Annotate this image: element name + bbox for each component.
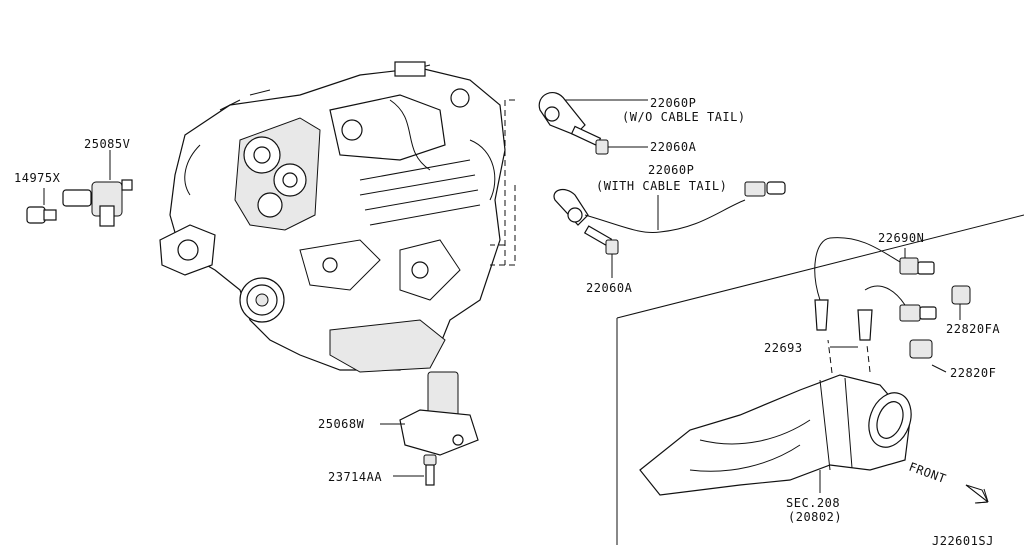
label-23714AA: 23714AA [328, 470, 382, 484]
part-25068W [380, 371, 479, 456]
label-25068W: 25068W [318, 417, 365, 431]
label-22820F: 22820F [950, 366, 996, 380]
part-22820F [909, 339, 947, 373]
section-frame [616, 214, 1024, 545]
label-22820FA: 22820FA [946, 322, 1000, 336]
part-22820FA [951, 285, 971, 320]
part-25085V [62, 150, 133, 227]
part-23714AA [393, 454, 437, 486]
label-sec-sub: (20802) [788, 510, 842, 524]
catalytic-converter [639, 339, 912, 496]
label-front: FRONT [907, 460, 948, 486]
label-22060P-b-note: (WITH CABLE TAIL) [596, 179, 727, 193]
diagram-id: J22601SJ [932, 534, 994, 548]
part-14975X [26, 188, 57, 224]
engine-leader [490, 99, 516, 266]
label-sec: SEC.208 [786, 496, 840, 510]
label-22693: 22693 [764, 341, 803, 355]
engine-assembly [159, 61, 506, 373]
label-25085V: 25085V [84, 137, 130, 151]
label-22060A-b: 22060A [586, 281, 633, 295]
part-22060A-lower [583, 225, 619, 278]
label-22060P-a-note: (W/O CABLE TAIL) [622, 110, 746, 124]
label-22060P-b: 22060P [648, 163, 694, 177]
part-22060P-ring [538, 92, 648, 136]
label-22060A-a: 22060A [650, 140, 697, 154]
part-22060P-cable [553, 181, 786, 234]
part-22690N [814, 237, 935, 331]
part-22693 [830, 285, 937, 348]
part-22060A-upper [570, 125, 648, 155]
label-22060P-a: 22060P [650, 96, 696, 110]
front-arrow-icon [965, 484, 989, 504]
label-14975X: 14975X [14, 171, 61, 185]
label-22690N: 22690N [878, 231, 924, 245]
